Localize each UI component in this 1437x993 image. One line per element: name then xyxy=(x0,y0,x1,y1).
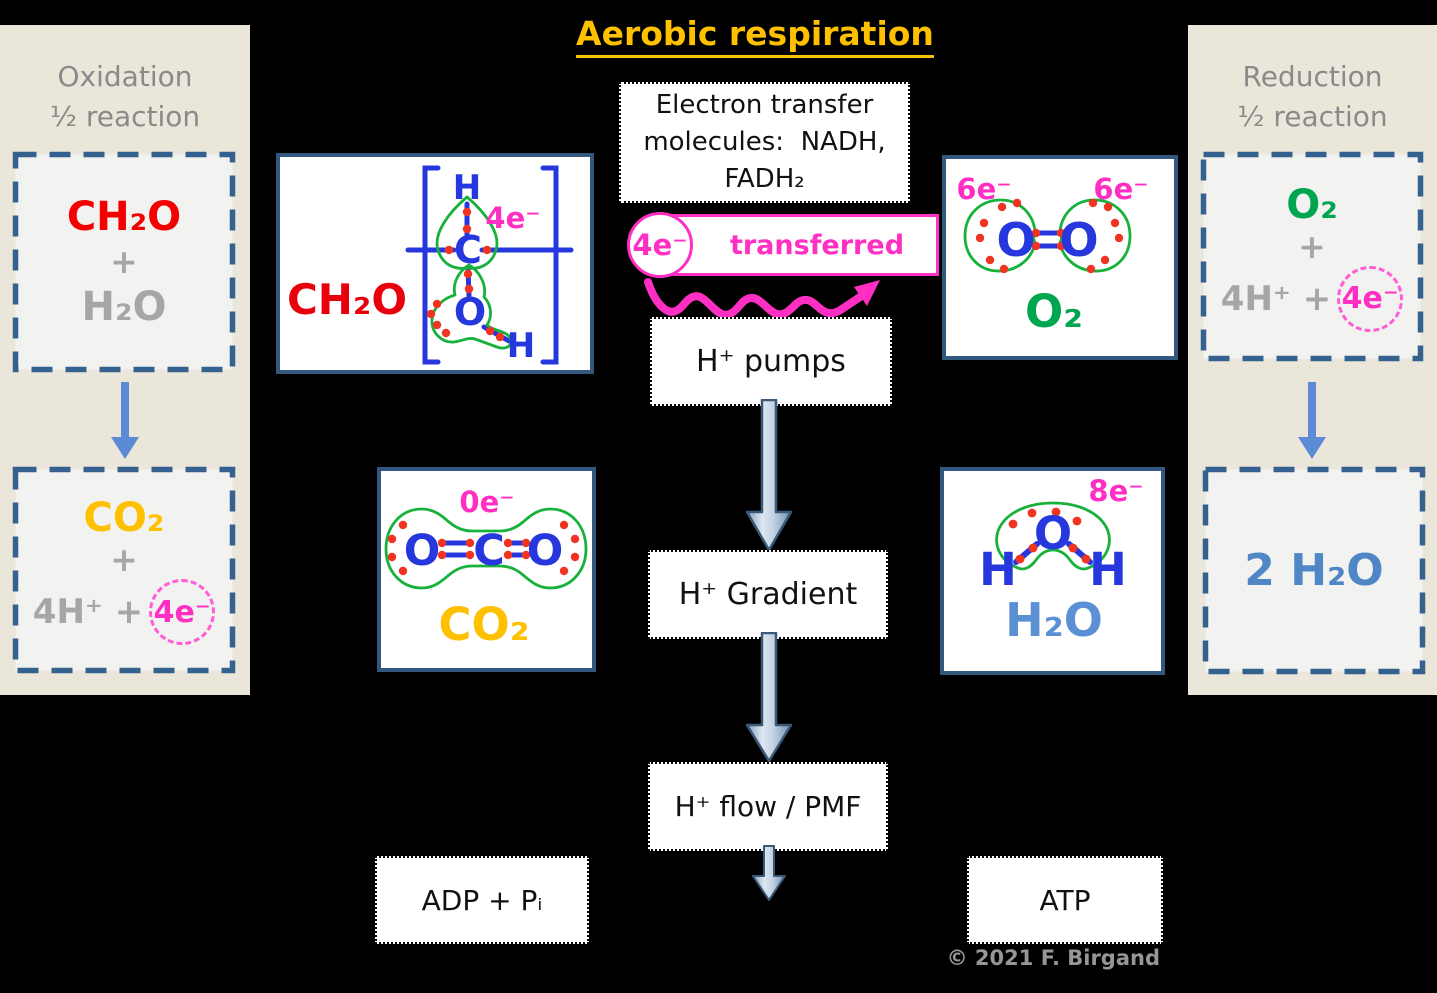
shared-electron-outline xyxy=(384,507,588,590)
co2-structure-box: 0e⁻ O C O CO₂ xyxy=(377,467,596,672)
oxidation-down-arrow xyxy=(111,382,139,459)
formula-o2: O₂ xyxy=(1286,181,1338,228)
formula-co2: CO₂ xyxy=(83,495,165,541)
page-title: Aerobic respiration xyxy=(545,14,965,58)
ch2o-formula: CH₂O xyxy=(287,275,407,324)
atoms: O H H xyxy=(979,507,1127,596)
o2-structure-box: 6e⁻ 6e⁻ O O xyxy=(942,155,1178,360)
electron-dots xyxy=(1008,507,1091,564)
ch2o-structure-box: CH₂O xyxy=(276,153,594,374)
h2o-structure-box: 8e⁻ O H H H₂O xyxy=(940,467,1165,675)
pumps-to-gradient-arrow xyxy=(745,399,793,552)
transferred-badge: transferred xyxy=(657,214,939,276)
electron-transfer-squiggle-arrow xyxy=(644,278,880,319)
oxidation-heading: Oxidation ½ reaction xyxy=(49,60,201,133)
atoms: H C O H xyxy=(453,168,535,366)
electron-count-label: 8e⁻ xyxy=(1088,474,1143,508)
lewis-structure-h2o: 8e⁻ O H H H₂O xyxy=(979,474,1143,647)
co2-formula: CO₂ xyxy=(439,598,530,651)
protons-label: 4H⁺ + xyxy=(1220,278,1332,319)
bonds xyxy=(1034,230,1063,249)
transferred-electrons-circle: 4e⁻ xyxy=(627,212,693,278)
formula-2h2o: 2 H₂O xyxy=(1244,545,1384,596)
formula-h2o: H₂O xyxy=(81,284,167,330)
lewis-structure-co2: 0e⁻ O C O CO₂ xyxy=(384,485,588,651)
electrons-circle: 4e⁻ xyxy=(149,579,216,645)
svg-text:H: H xyxy=(979,543,1017,596)
dashed-border xyxy=(1202,466,1426,675)
flow-output-arrow xyxy=(752,845,786,901)
plus-sign: + xyxy=(110,540,138,579)
dashed-border xyxy=(12,151,236,373)
svg-text:H: H xyxy=(453,168,481,208)
electron-transfer-box: Electron transfer molecules: NADH, FADH₂ xyxy=(619,82,910,203)
shared-electron-outline xyxy=(995,501,1111,571)
protons-label: 4H⁺ + xyxy=(32,592,144,632)
gradient-to-flow-arrow xyxy=(745,632,793,763)
svg-text:O: O xyxy=(1034,507,1072,560)
electron-dots xyxy=(387,520,580,576)
reduction-reactants-box: O₂ + 4H⁺ + 4e⁻ xyxy=(1200,151,1424,362)
brackets xyxy=(422,165,559,365)
reduction-down-arrow xyxy=(1298,382,1326,459)
svg-text:O: O xyxy=(996,213,1035,267)
svg-text:C: C xyxy=(454,228,482,272)
formula-ch2o: CH₂O xyxy=(66,194,182,240)
svg-text:C: C xyxy=(473,526,505,576)
electron-dots xyxy=(426,207,505,342)
electron-dots xyxy=(975,198,1124,274)
electrons-circle: 4e⁻ xyxy=(1337,265,1404,332)
h-flow-pmf-box: H⁺ flow / PMF xyxy=(648,762,888,851)
reduction-products-box: 2 H₂O xyxy=(1202,466,1426,675)
svg-text:H: H xyxy=(1089,543,1127,596)
reduction-heading: Reduction ½ reaction xyxy=(1237,60,1388,133)
plus-sign: + xyxy=(1298,226,1326,266)
lewis-structure-ch2o: CH₂O xyxy=(287,165,574,366)
atp-box: ATP xyxy=(967,856,1163,944)
atoms: O O xyxy=(996,213,1098,267)
o2-formula: O₂ xyxy=(1025,285,1083,338)
plus-sign: + xyxy=(110,242,138,281)
svg-text:O: O xyxy=(454,290,486,334)
electron-count-label: 4e⁻ xyxy=(485,201,540,235)
h-pumps-box: H⁺ pumps xyxy=(650,317,892,406)
electron-count-label: 0e⁻ xyxy=(459,485,514,519)
copyright-text: © 2021 F. Birgand xyxy=(946,946,1160,970)
lewis-structure-o2: 6e⁻ 6e⁻ O O xyxy=(956,172,1148,338)
atoms: O C O xyxy=(404,526,564,576)
svg-text:O: O xyxy=(1059,213,1098,267)
h-gradient-box: H⁺ Gradient xyxy=(648,550,888,639)
svg-text:O: O xyxy=(404,526,441,576)
oxidation-reactants-box: CH₂O + H₂O xyxy=(12,151,236,373)
h2o-formula: H₂O xyxy=(1005,593,1103,647)
shared-electron-outlines xyxy=(430,195,513,350)
oxidation-products-box: CO₂ + 4H⁺ + 4e⁻ xyxy=(12,466,236,674)
svg-text:O: O xyxy=(527,526,564,576)
svg-text:H: H xyxy=(507,326,535,366)
adp-box: ADP + Pᵢ xyxy=(375,856,589,944)
